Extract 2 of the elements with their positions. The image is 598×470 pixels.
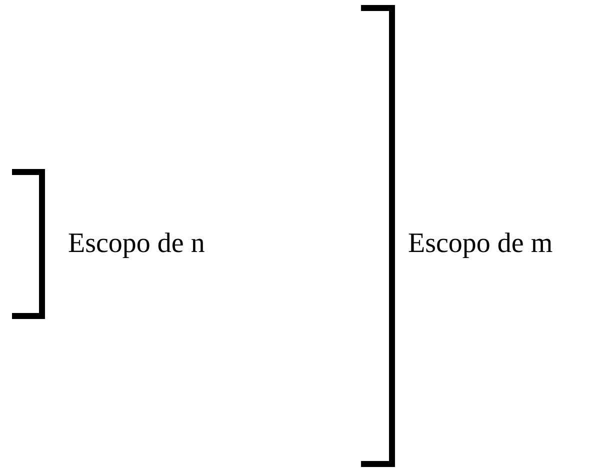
scope-label: Escopo de m [408, 228, 553, 260]
scope-label: Escopo de n [68, 228, 205, 260]
